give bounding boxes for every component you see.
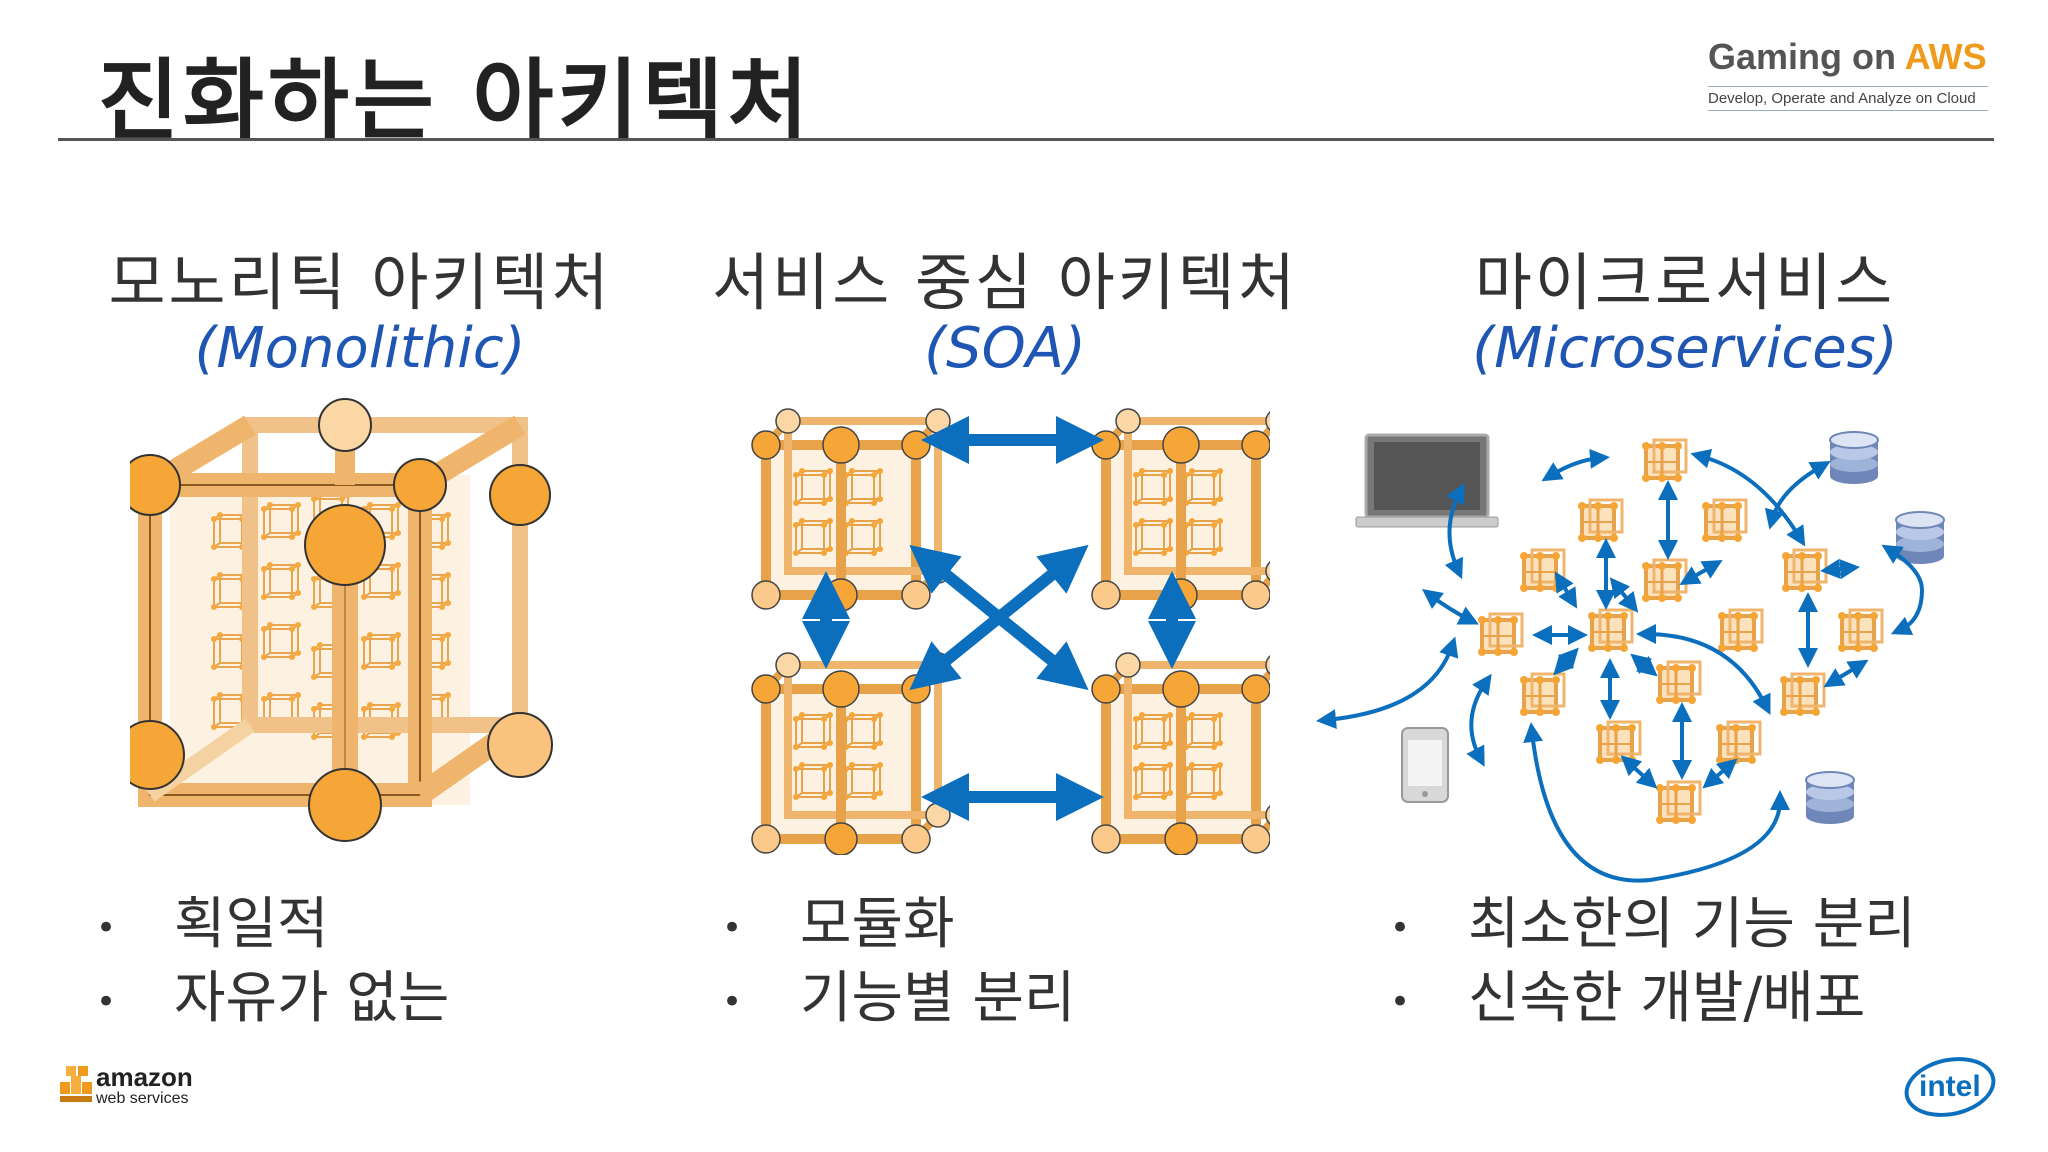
- aws-logo-wordmark: amazon: [96, 1062, 193, 1092]
- monolithic-cube-graphic: [130, 398, 553, 842]
- list-item: • 최소한의 기능 분리: [1390, 888, 1916, 962]
- bullet-marker: •: [1390, 981, 1411, 1022]
- list-item: • 자유가 없는: [96, 962, 449, 1036]
- bullet-marker: •: [96, 907, 117, 948]
- monolithic-heading: 모노리틱 아키텍처: [108, 246, 612, 319]
- monolithic-subheading: (Monolithic): [194, 316, 526, 381]
- bullet-marker: •: [96, 981, 117, 1022]
- soa-heading: 서비스 중심 아키텍처: [712, 246, 1298, 319]
- list-item: • 획일적: [96, 888, 449, 962]
- brand-name: Gaming on AWS: [1708, 36, 1988, 78]
- brand-tagline: Develop, Operate and Analyze on Cloud: [1708, 86, 1988, 111]
- bullet-marker: •: [1390, 907, 1411, 948]
- brand-name-accent: AWS: [1904, 36, 1987, 77]
- list-item: • 기능별 분리: [722, 962, 1075, 1036]
- database-icon: [1829, 431, 1879, 485]
- intel-logo-text: intel: [1919, 1070, 1981, 1104]
- microservices-subheading: (Microservices): [1472, 316, 1898, 381]
- database-icon: [1805, 771, 1855, 825]
- list-item: • 신속한 개발/배포: [1390, 962, 1916, 1036]
- aws-logo: amazon web services: [58, 1062, 198, 1114]
- slide-title: 진화하는 아키텍처: [98, 49, 813, 152]
- brand-logo: Gaming on AWS Develop, Operate and Analy…: [1708, 36, 1988, 111]
- bullet-text: 자유가 없는: [174, 966, 450, 1031]
- microservices-bullets: • 최소한의 기능 분리 • 신속한 개발/배포: [1390, 888, 1916, 1036]
- aws-logo-tagline: web services: [96, 1090, 189, 1107]
- microservices-graphic: [1316, 431, 1945, 883]
- title-divider: [58, 138, 1994, 141]
- intel-logo: intel: [1898, 1049, 2002, 1125]
- microservices-heading: 마이크로서비스: [1474, 246, 1896, 319]
- bullet-marker: •: [722, 907, 743, 948]
- laptop-icon: [1355, 433, 1499, 528]
- soa-bullets: • 모듈화 • 기능별 분리: [722, 888, 1075, 1036]
- brand-name-main: Gaming on: [1708, 36, 1905, 77]
- bullet-text: 기능별 분리: [800, 966, 1076, 1031]
- phone-icon: [1401, 727, 1449, 803]
- soa-subheading: (SOA): [924, 316, 1086, 381]
- soa-graphic: [730, 395, 1270, 855]
- bullet-text: 최소한의 기능 분리: [1468, 892, 1916, 957]
- database-icon: [1895, 511, 1945, 565]
- monolithic-bullets: • 획일적 • 자유가 없는: [96, 888, 449, 1036]
- aws-cubes-icon: [60, 1066, 92, 1102]
- bullet-text: 신속한 개발/배포: [1468, 966, 1866, 1031]
- bullet-marker: •: [722, 981, 743, 1022]
- bullet-text: 모듈화: [800, 892, 955, 957]
- bullet-text: 획일적: [174, 892, 329, 957]
- list-item: • 모듈화: [722, 888, 1075, 962]
